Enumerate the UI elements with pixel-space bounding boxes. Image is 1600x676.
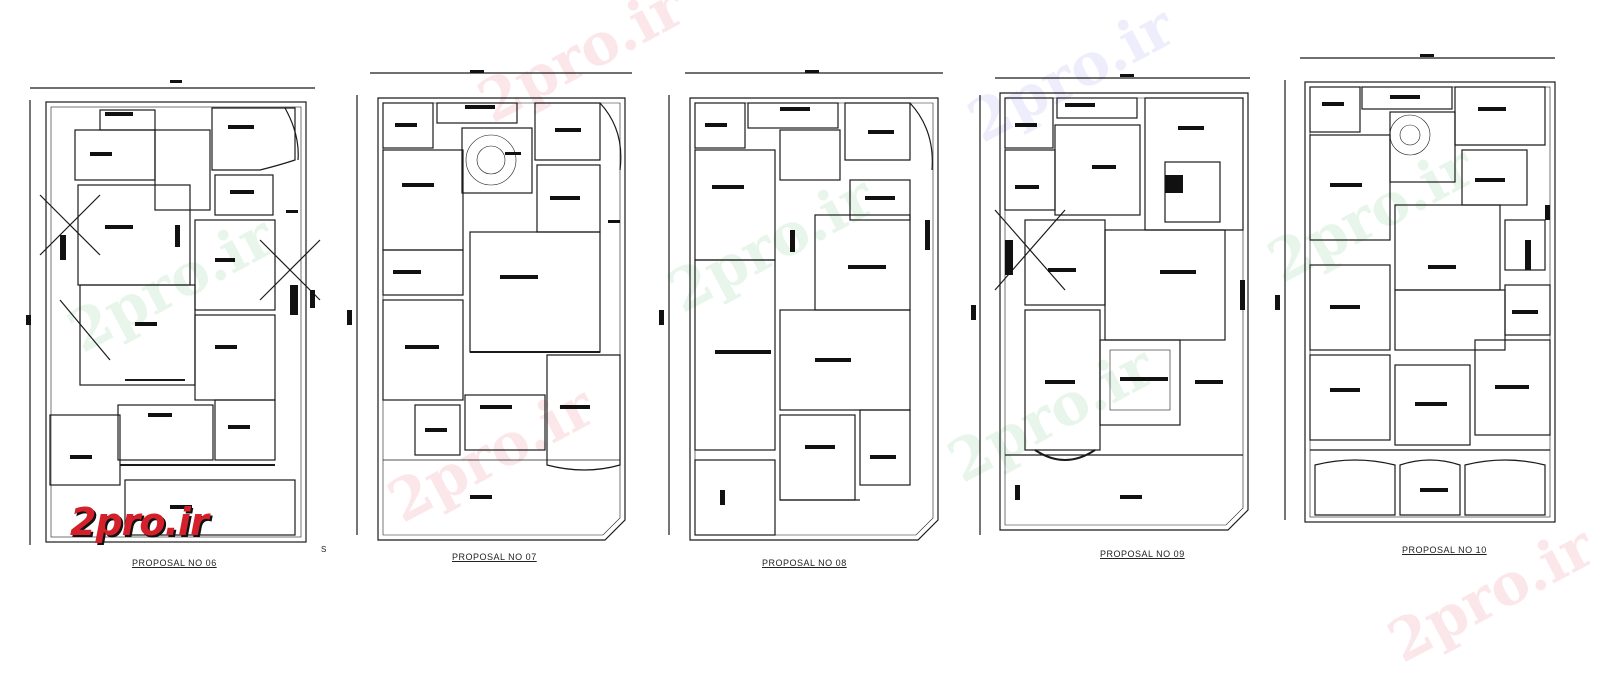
floor-plans-drawing [26,54,1556,545]
section-mark: S [321,545,327,554]
plan-caption-10: PROPOSAL NO 10 [1402,545,1487,555]
floor-plan-09 [971,74,1250,535]
site-logo: 2pro.ir [70,500,209,544]
plan-caption-06: PROPOSAL NO 06 [132,558,217,568]
floor-plan-08 [659,70,943,541]
plan-caption-07: PROPOSAL NO 07 [452,552,537,562]
plan-caption-08: PROPOSAL NO 08 [762,558,847,568]
floor-plan-10 [1275,54,1556,523]
floor-plan-06 [26,80,321,545]
floor-plan-07 [347,70,632,541]
plan-caption-09: PROPOSAL NO 09 [1100,549,1185,559]
drawing-canvas: 2pro.ir 2pro.ir 2pro.ir 2pro.ir 2pro.ir … [26,0,1600,676]
